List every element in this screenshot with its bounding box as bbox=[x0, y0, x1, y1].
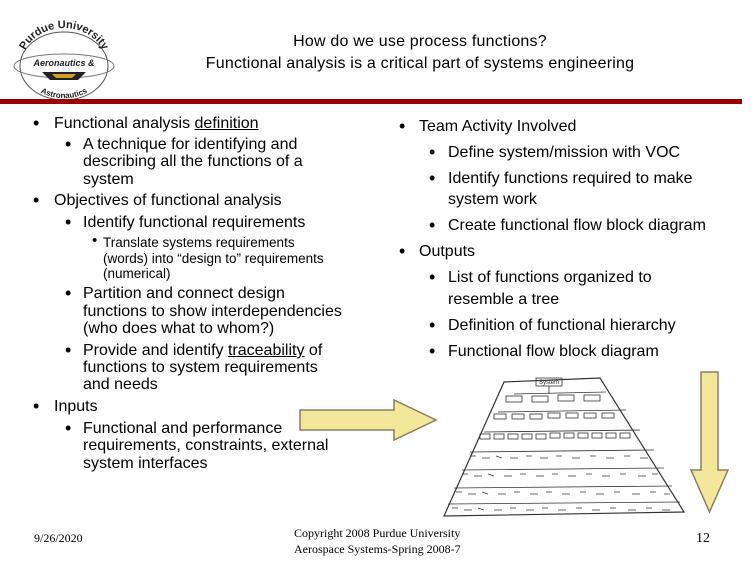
left-bullet-2-3-line3: and needs bbox=[83, 376, 158, 393]
left-bullet-3-1-line1: Functional and performance bbox=[83, 420, 283, 437]
page-number: 12 bbox=[696, 531, 710, 546]
left-bullet-1-1-line2: describing all the functions of a bbox=[83, 153, 303, 170]
right-bullet-2: Outputs bbox=[419, 243, 476, 260]
left-bullet-2-3-line1: Provide and identify traceability of bbox=[83, 342, 323, 359]
right-bullet-2-1-line2: resemble a tree bbox=[448, 291, 560, 308]
left-bullet-1-1-line3: system bbox=[83, 171, 134, 188]
left-bullet-2-1: Identify functional requirements bbox=[83, 214, 306, 231]
left-bullet-2-2-line3: (who does what to whom?) bbox=[83, 320, 275, 337]
footer-copyright: Copyright 2008 Purdue University Aerospa… bbox=[294, 525, 461, 557]
footer-date: 9/26/2020 bbox=[34, 531, 83, 545]
bullet-icon: • bbox=[429, 168, 436, 188]
bullet-icon: • bbox=[65, 340, 72, 360]
left-bullet-1-1-line1: A technique for identifying and bbox=[83, 136, 298, 153]
down-arrow-icon bbox=[689, 371, 730, 514]
slide-title-line1: How do we use process functions? bbox=[293, 33, 547, 50]
right-bullet-1-2-line2: system work bbox=[448, 191, 537, 208]
bullet-icon: • bbox=[33, 113, 40, 133]
left-bullet-3-1-line2: requirements, constraints, external bbox=[83, 437, 329, 454]
left-bullet-2-1-1-line1: Translate systems requirements bbox=[103, 235, 295, 250]
bullet-icon: • bbox=[33, 190, 40, 210]
left-bullet-2-3-line2: functions to system requirements bbox=[83, 359, 318, 376]
bullet-icon: • bbox=[92, 232, 98, 249]
right-bullet-1-3: Create functional flow block diagram bbox=[448, 217, 706, 234]
bullet-icon: • bbox=[33, 396, 40, 416]
left-bullet-2-2-line1: Partition and connect design bbox=[83, 285, 285, 302]
bullet-icon: • bbox=[65, 134, 72, 154]
bullet-icon: • bbox=[65, 283, 72, 303]
bullet-icon: • bbox=[429, 267, 436, 287]
left-bullet-3: Inputs bbox=[54, 398, 98, 415]
left-bullet-2: Objectives of functional analysis bbox=[54, 192, 282, 209]
right-bullet-2-2: Definition of functional hierarchy bbox=[448, 317, 676, 334]
left-bullet-3-1-line3: system interfaces bbox=[83, 455, 208, 472]
bullet-icon: • bbox=[429, 315, 436, 335]
figure-top-label: System bbox=[539, 380, 559, 386]
slide-title-line2: Functional analysis is a critical part o… bbox=[205, 55, 635, 72]
functional-hierarchy-figure bbox=[443, 377, 686, 517]
bullet-icon: • bbox=[65, 418, 72, 438]
purdue-logo: Purdue University Aeronautics & Astronau… bbox=[13, 19, 115, 101]
definition-link[interactable]: definition bbox=[194, 115, 259, 132]
right-bullet-1-1: Define system/mission with VOC bbox=[448, 144, 681, 161]
left-bullet-2-1-1-line3: (numerical) bbox=[103, 266, 171, 281]
left-bullet-2-2-line2: functions to show interdependencies bbox=[83, 303, 342, 320]
right-bullet-1-2-line1: Identify functions required to make bbox=[448, 170, 693, 187]
right-bullet-2-3: Functional flow block diagram bbox=[448, 343, 659, 360]
traceability-link[interactable]: traceability bbox=[227, 342, 305, 359]
title-divider bbox=[0, 99, 742, 104]
bullet-icon: • bbox=[65, 212, 72, 232]
footer-copyright-line2: Aerospace Systems-Spring 2008-7 bbox=[294, 542, 461, 556]
left-bullet-1: Functional analysis definition bbox=[54, 115, 259, 132]
footer-copyright-line1: Copyright 2008 Purdue University bbox=[294, 526, 461, 540]
bullet-icon: • bbox=[429, 142, 436, 162]
bullet-icon: • bbox=[429, 215, 436, 235]
bullet-icon: • bbox=[399, 241, 406, 261]
right-bullet-1: Team Activity Involved bbox=[419, 118, 577, 135]
right-bullet-2-1-line1: List of functions organized to bbox=[448, 269, 652, 286]
logo-text-middle: Aeronautics & bbox=[32, 58, 94, 68]
left-bullet-2-1-1-line2: (words) into “design to” requirements bbox=[103, 251, 324, 266]
bullet-icon: • bbox=[429, 341, 436, 361]
bullet-icon: • bbox=[399, 116, 406, 136]
right-arrow-icon bbox=[299, 398, 438, 442]
